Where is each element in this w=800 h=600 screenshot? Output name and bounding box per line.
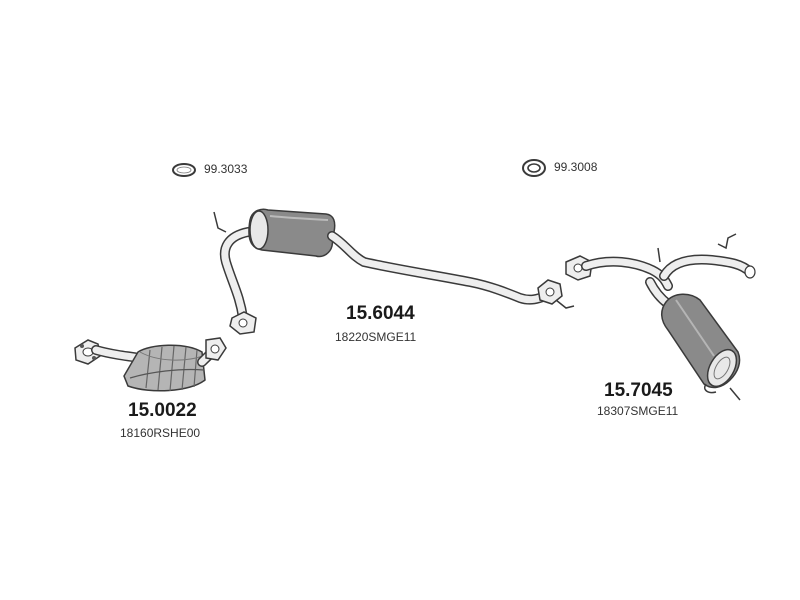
- gasket-code-99-3033: 99.3033: [204, 162, 248, 176]
- oem-number-18220SMGE11: 18220SMGE11: [335, 330, 417, 344]
- part-number-15-7045: 15.7045: [604, 380, 673, 401]
- part-number-15-0022: 15.0022: [128, 400, 197, 421]
- rear-muffler-icon: [565, 233, 756, 401]
- ring-gasket-icon: [522, 159, 546, 177]
- center-muffler-pipe-icon: [213, 208, 575, 335]
- oem-number-18307SMGE11: 18307SMGE11: [597, 404, 679, 418]
- part-number-15-6044: 15.6044: [346, 303, 415, 324]
- oval-gasket-icon: [172, 163, 196, 177]
- oem-number-18160RSHE00: 18160RSHE00: [120, 426, 201, 440]
- front-pipe-catalyst-icon: [74, 337, 227, 392]
- gasket-code-99-3008: 99.3008: [554, 160, 598, 174]
